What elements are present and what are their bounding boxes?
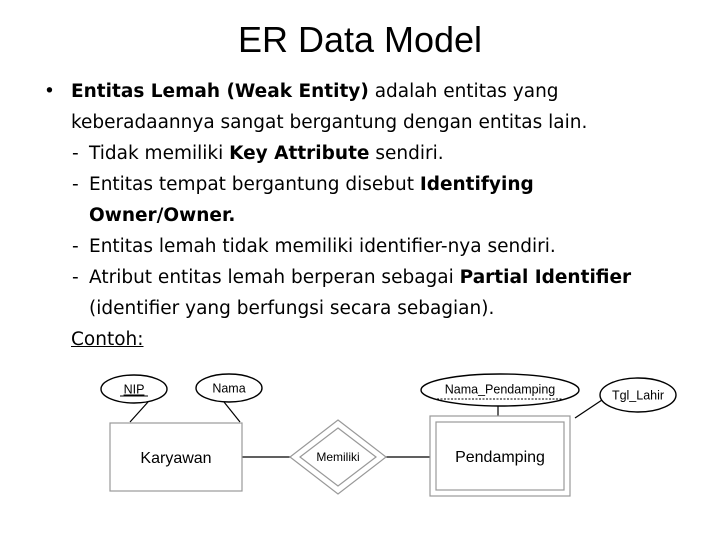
line-nip-karyawan xyxy=(129,401,149,423)
attribute-nama xyxy=(195,373,263,403)
entity-karyawan-label: Karyawan xyxy=(140,450,211,467)
example-label: Contoh: xyxy=(71,329,144,350)
attribute-tgl-lahir xyxy=(599,377,677,413)
point-3: - Entitas lemah tidak memiliki identifie… xyxy=(72,236,556,257)
entity-karyawan xyxy=(109,422,243,492)
weak-entity-term: Entitas Lemah (Weak Entity) xyxy=(71,81,369,102)
entity-pendamping-label: Pendamping xyxy=(455,449,545,466)
bullet-text-1: adalah entitas yang xyxy=(368,81,559,102)
attribute-nama-label: Nama xyxy=(212,382,245,396)
point-2: - Entitas tempat bergantung disebut Iden… xyxy=(72,174,534,195)
identifying-term: Identifying xyxy=(419,174,534,195)
bullet-weak-entity: • Entitas Lemah (Weak Entity) adalah ent… xyxy=(44,76,704,107)
point-4: - Atribut entitas lemah berperan sebagai… xyxy=(72,267,632,288)
key-attribute-term: Key Attribute xyxy=(229,143,370,164)
relationship-memiliki-inner xyxy=(299,427,377,487)
attribute-nama-pendamping xyxy=(420,373,580,407)
slide-title: ER Data Model xyxy=(237,19,483,60)
point-1: - Tidak memiliki Key Attribute sendiri. xyxy=(72,143,444,164)
bullet-text-2: keberadaannya sangat bergantung dengan e… xyxy=(71,112,588,133)
line-tgllahir-pendamping xyxy=(574,399,603,419)
point-2-cont: Owner/Owner. xyxy=(44,200,704,231)
partial-identifier-term: Partial Identifier xyxy=(459,267,632,288)
bullet-dot: • xyxy=(44,81,55,102)
relationship-memiliki-label: Memiliki xyxy=(316,450,359,464)
owner-term: Owner/Owner. xyxy=(89,205,236,226)
attribute-nama-pendamping-label: Nama_Pendamping xyxy=(445,383,556,397)
attribute-nip xyxy=(100,374,168,404)
point-4-cont: (identifier yang berfungsi secara sebagi… xyxy=(89,298,495,319)
attribute-nip-label: NIP xyxy=(124,383,145,397)
slide-body: • Entitas Lemah (Weak Entity) adalah ent… xyxy=(44,76,704,355)
entity-pendamping-inner xyxy=(435,421,565,491)
attribute-tgl-lahir-label: Tgl_Lahir xyxy=(612,389,664,403)
line-nama-karyawan xyxy=(223,401,241,423)
